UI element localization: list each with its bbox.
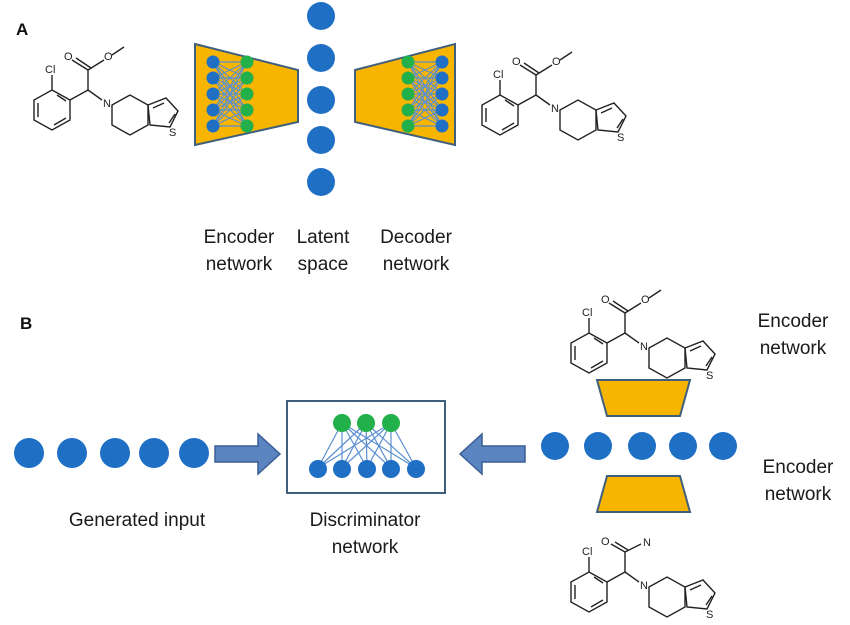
edge (317, 422, 367, 469)
latent-b-node (628, 432, 656, 460)
node (435, 55, 449, 69)
node (358, 460, 376, 478)
latent-b-nodes (541, 432, 737, 460)
encoder-label-a-line1: Encoder (203, 227, 275, 248)
node (240, 119, 254, 133)
node (435, 71, 449, 85)
node (401, 55, 415, 69)
generated-input-nodes (14, 438, 209, 468)
edge (317, 422, 392, 469)
edge (407, 61, 443, 127)
encoder-b-bottom-line1: Encoder (762, 457, 834, 478)
edge (212, 61, 248, 127)
node (240, 87, 254, 101)
generated-node (100, 438, 130, 468)
decoder-label-line1: Decoder (380, 227, 452, 248)
edge (407, 77, 443, 127)
node (206, 103, 220, 117)
node (206, 119, 220, 133)
generated-node (139, 438, 169, 468)
molecule-input-a (33, 46, 179, 140)
node (206, 87, 220, 101)
arrow-to-discriminator-right (458, 432, 526, 476)
discriminator-network-nodes (309, 414, 425, 478)
latent-space-nodes (307, 2, 335, 196)
node (240, 71, 254, 85)
generated-input-label: Generated input (68, 510, 206, 531)
node (435, 103, 449, 117)
latent-b-node (584, 432, 612, 460)
node (435, 119, 449, 133)
arrow-to-discriminator-left (214, 432, 282, 476)
latent-label-line1: Latent (296, 227, 350, 248)
node (206, 71, 220, 85)
node (357, 414, 375, 432)
encoder-b-bottom-line2: network (764, 484, 832, 505)
node (407, 460, 425, 478)
generated-node (14, 438, 44, 468)
panel-a-letter: A (16, 20, 29, 39)
node (401, 71, 415, 85)
node (206, 55, 220, 69)
latent-node (307, 86, 335, 114)
latent-label-line2: space (297, 254, 349, 275)
generated-node (179, 438, 209, 468)
latent-node (307, 126, 335, 154)
discriminator-label-line1: Discriminator (309, 510, 421, 531)
discriminator-network-label: Discriminator network (300, 507, 430, 561)
node (382, 414, 400, 432)
molecule-bottom-b (570, 535, 716, 622)
discriminator-label-line2: network (331, 537, 399, 558)
node (240, 103, 254, 117)
latent-b-node (709, 432, 737, 460)
edge (407, 61, 443, 95)
node (309, 460, 327, 478)
latent-space-label: Latent space (290, 224, 356, 278)
node (333, 414, 351, 432)
latent-node (307, 44, 335, 72)
encoder-label-a-line2: network (205, 254, 273, 275)
molecule-output-a (481, 51, 627, 145)
encoder-trapezoid-b-bottom (595, 475, 692, 513)
decoder-label-line2: network (382, 254, 450, 275)
node (401, 119, 415, 133)
latent-b-node (669, 432, 697, 460)
latent-node (307, 168, 335, 196)
encoder-b-top-line1: Encoder (757, 311, 829, 332)
edge (407, 61, 443, 111)
decoder-network-nodes-a (401, 55, 449, 133)
latent-b-node (541, 432, 569, 460)
edge (212, 61, 248, 111)
decoder-network-label: Decoder network (372, 224, 460, 278)
node (401, 87, 415, 101)
node (401, 103, 415, 117)
edge (212, 61, 248, 95)
node (435, 87, 449, 101)
molecule-top-b (570, 289, 716, 383)
node (240, 55, 254, 69)
latent-node (307, 2, 335, 30)
encoder-network-label-b-top: Encoder network (747, 308, 839, 362)
encoder-trapezoid-b-top (595, 379, 692, 417)
edge (212, 93, 248, 127)
node (333, 460, 351, 478)
generated-node (57, 438, 87, 468)
edge (341, 422, 392, 469)
edge (212, 77, 248, 127)
encoder-b-top-line2: network (759, 338, 827, 359)
node (382, 460, 400, 478)
encoder-network-label-a: Encoder network (196, 224, 282, 278)
encoder-network-nodes-a (206, 55, 254, 133)
edge (407, 93, 443, 127)
panel-b-letter: B (20, 314, 33, 333)
encoder-network-label-b-bottom: Encoder network (752, 454, 844, 508)
